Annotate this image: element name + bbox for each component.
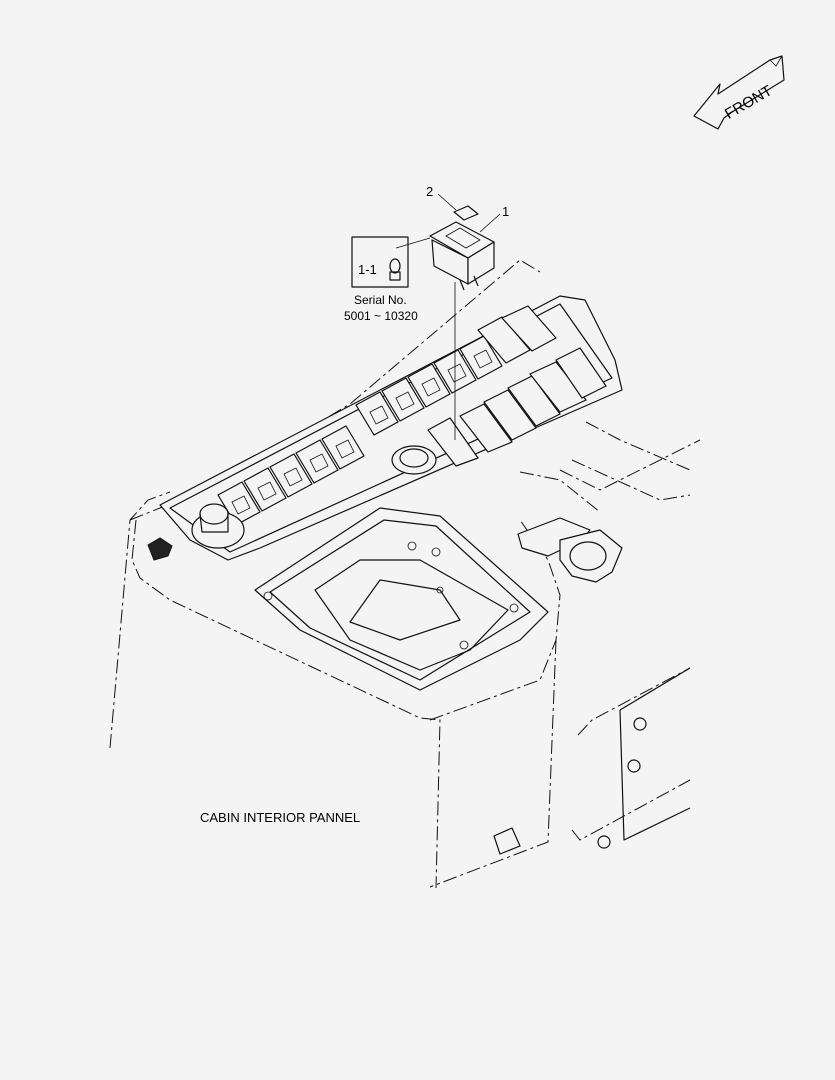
bulb-callout: 1-1 <box>351 236 431 288</box>
serial-range-label: 5001 ~ 10320 <box>344 309 418 323</box>
caption-label: CABIN INTERIOR PANNEL <box>200 810 360 825</box>
part-1-1-label: 1-1 <box>358 262 377 277</box>
right-side-bracket <box>493 667 691 855</box>
upper-switch-row <box>217 305 557 526</box>
right-knob-assembly <box>517 517 623 583</box>
lower-switch-row <box>427 347 607 467</box>
part-2-label: 2 <box>426 184 433 199</box>
part-1-label: 1 <box>502 204 509 219</box>
power-socket <box>391 445 437 475</box>
console-opening <box>254 507 549 691</box>
serial-no-label: Serial No. <box>354 293 407 307</box>
lens-part-2 <box>437 193 479 221</box>
emergency-stop-knob <box>147 503 245 561</box>
front-arrow: FRONT <box>693 55 785 130</box>
switch-part-1 <box>429 213 501 440</box>
